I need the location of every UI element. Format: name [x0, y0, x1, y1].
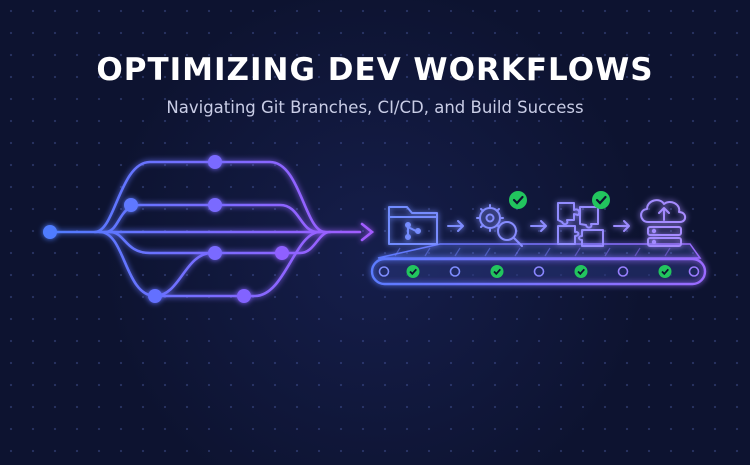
page-subtitle: Navigating Git Branches, CI/CD, and Buil…: [166, 98, 584, 117]
page-title: OPTIMIZING DEV WORKFLOWS: [96, 52, 654, 88]
belt-top-surface: [377, 243, 702, 259]
arrow-right-icon: [613, 220, 630, 232]
git-branch-graph: [48, 160, 375, 298]
belt-roller: [533, 266, 545, 277]
main-arrow-head: [360, 222, 375, 242]
check-circle-icon: [592, 191, 610, 209]
pipeline-stages: [388, 199, 687, 247]
check-circle-icon: [574, 265, 588, 278]
commit-node: [43, 225, 57, 239]
commit-node: [237, 289, 251, 303]
belt-roller: [449, 266, 461, 277]
belt-roller: [617, 266, 629, 277]
commit-node: [124, 198, 138, 212]
folder-git-icon: [388, 206, 438, 245]
check-circle-icon: [658, 265, 672, 278]
check-circle-icon: [490, 265, 504, 278]
stage-status-checks: [509, 191, 610, 209]
branch-lower-inner: [108, 230, 332, 255]
arrow-right-icon: [530, 220, 547, 232]
belt-roller: [378, 266, 390, 277]
branch-lower-outer: [98, 230, 322, 298]
belt-rollers: [378, 266, 700, 277]
belt-roller: [688, 266, 700, 277]
commit-node: [148, 289, 162, 303]
belt-body: [370, 257, 707, 286]
check-circle-icon: [509, 191, 527, 209]
commit-node: [208, 198, 222, 212]
commit-nodes: [43, 155, 289, 303]
branch-upper-outer: [93, 160, 327, 234]
arrow-right-icon: [447, 220, 464, 232]
conveyor-belt: [370, 243, 707, 286]
check-circle-icon: [406, 265, 420, 278]
gear-search-icon: [476, 204, 523, 247]
puzzle-icon: [557, 202, 604, 247]
branch-cross-link: [153, 251, 214, 298]
cloud-server-icon: [640, 199, 687, 247]
belt-checks: [406, 265, 672, 278]
commit-node: [208, 155, 222, 169]
commit-node: [275, 246, 289, 260]
commit-node: [208, 246, 222, 260]
